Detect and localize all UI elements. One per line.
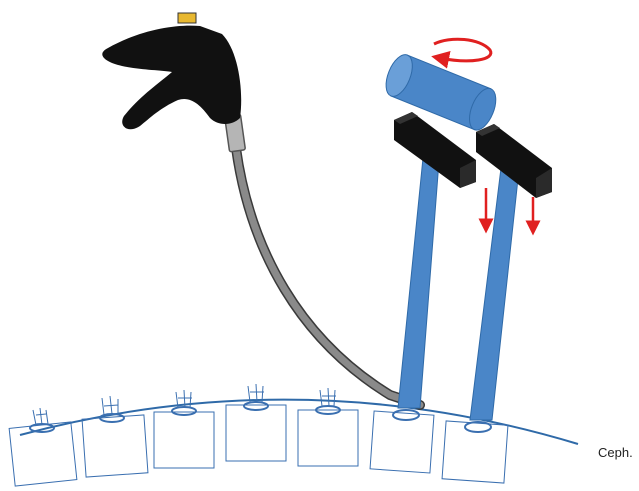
vertebra [153,389,215,469]
clamp-1 [394,112,476,188]
vertebra [8,407,78,487]
screw-extension-1 [397,147,441,409]
rod-cylinder-icon [385,54,497,131]
vertebra [297,387,359,467]
flexible-shaft [231,143,425,410]
handle-tip-icon [177,12,197,24]
pistol-grip-handle-icon [102,12,242,130]
clamp-2 [476,124,552,198]
screw-extension-towers [397,147,521,421]
cephalad-direction-label: Ceph. [598,445,633,460]
tower-clamps [394,112,552,198]
vertebrae-row [8,383,509,487]
vertebra [81,395,149,478]
vertebra [369,409,435,474]
vertebra [441,420,509,484]
spine-curve [19,398,579,445]
compression-arrows [478,188,541,236]
rotation-arrow-icon [431,37,493,69]
vertebra [225,383,287,462]
screw-extension-2 [469,159,521,421]
